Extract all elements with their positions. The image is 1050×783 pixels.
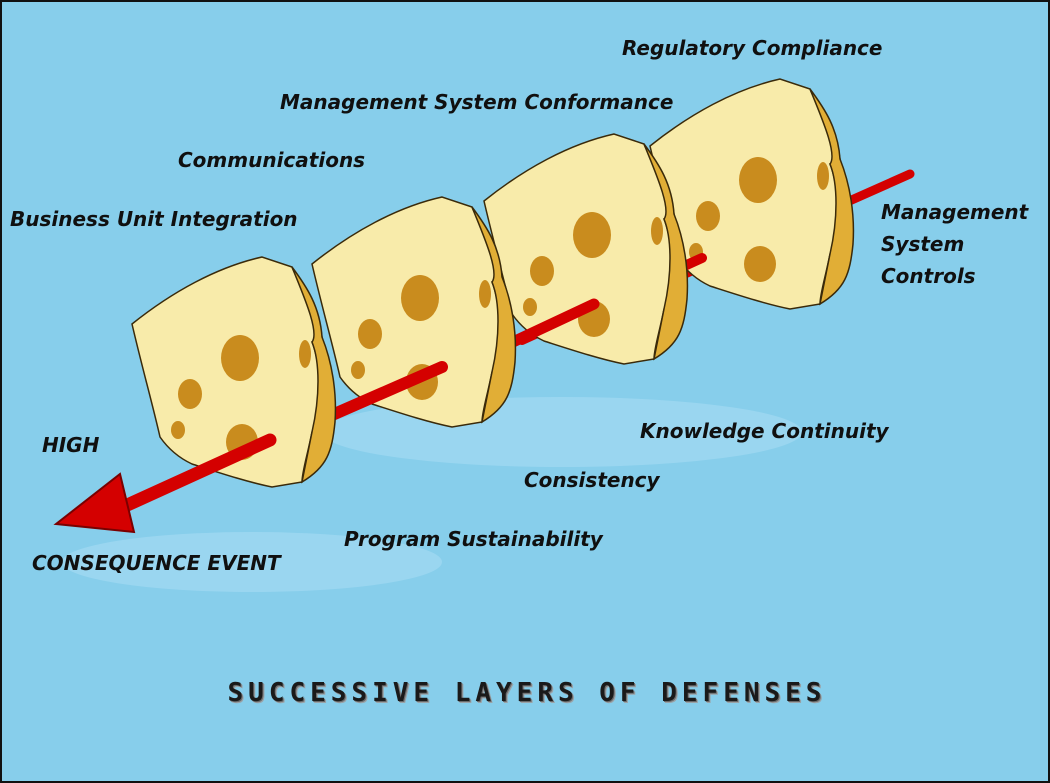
label-communications: Communications: [178, 148, 366, 172]
label-line: Controls: [881, 264, 976, 288]
label-management-system-controls: Management System Controls: [881, 196, 1028, 292]
label-consistency: Consistency: [524, 468, 660, 492]
label-program-sustainability: Program Sustainability: [344, 527, 603, 551]
label-regulatory-compliance: Regulatory Compliance: [622, 36, 883, 60]
arrow-shaft-front: [105, 433, 277, 519]
label-management-system-conformance: Management System Conformance: [280, 90, 674, 114]
cheese-layer-1: [131, 256, 337, 488]
label-business-unit-integration: Business Unit Integration: [10, 207, 298, 231]
cheese-layer-3: [483, 133, 689, 365]
label-line: Management: [881, 200, 1029, 224]
label-knowledge-continuity: Knowledge Continuity: [640, 419, 889, 443]
label-consequence-event: CONSEQUENCE EVENT: [32, 551, 281, 575]
cheese-layer-4: [649, 78, 855, 310]
label-line: System: [881, 232, 965, 256]
label-high: HIGH: [42, 433, 100, 457]
cheese-layer-2: [311, 196, 517, 428]
diagram-title: SUCCESSIVE LAYERS OF DEFENSES: [227, 678, 827, 708]
arrow-head: [53, 472, 136, 534]
ground-shadow: [62, 532, 442, 592]
